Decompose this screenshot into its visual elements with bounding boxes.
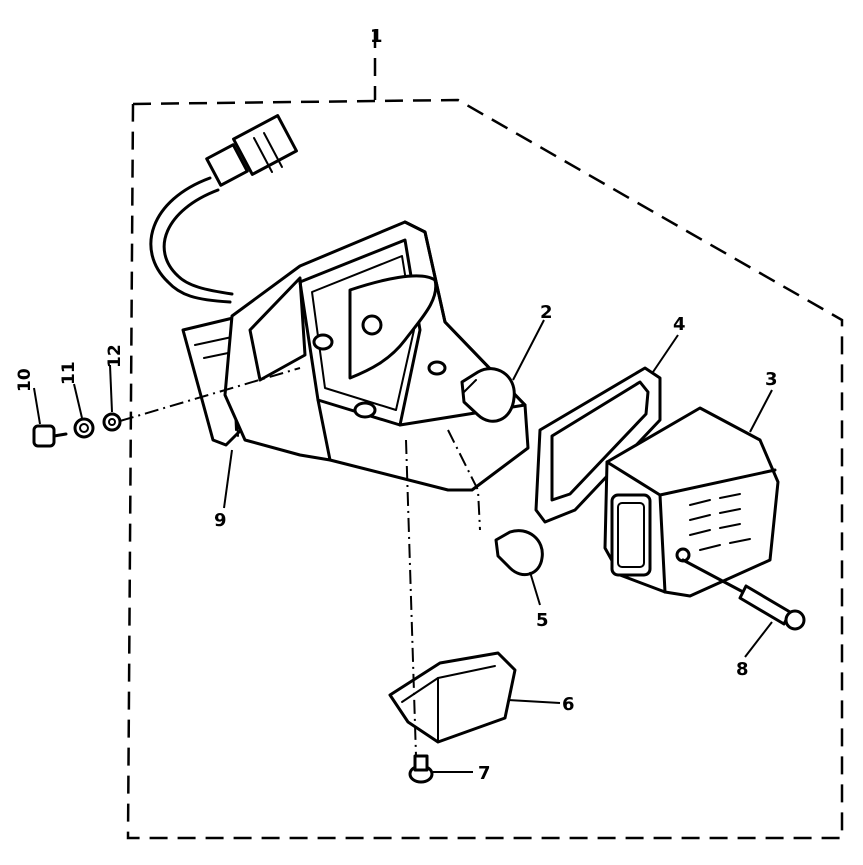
callout-11: 11: [59, 361, 79, 385]
wire-harness: [149, 114, 298, 304]
bolt-part-10: [32, 424, 68, 448]
leader-lines: [33, 319, 773, 773]
lens-gasket-part-4: [534, 366, 662, 524]
callout-2: 2: [540, 302, 553, 323]
assembly-boundary: [126, 30, 844, 840]
screw-part-7: [408, 754, 434, 784]
callout-7: 7: [478, 763, 491, 784]
callout-3: 3: [765, 369, 778, 390]
callout-1: 1: [370, 26, 383, 47]
callout-10: 10: [15, 368, 35, 392]
tail-light-housing: [223, 220, 530, 492]
lens-grille: [689, 493, 751, 551]
cover-part-6: [388, 651, 517, 744]
washer-part-12: [102, 412, 122, 432]
bulb-part-2: [460, 367, 516, 423]
callout-4: 4: [673, 314, 686, 335]
bulb-part-5: [494, 529, 544, 577]
callout-9: 9: [214, 510, 227, 531]
callout-8: 8: [736, 659, 749, 680]
callout-5: 5: [536, 610, 549, 631]
screw-part-8: [681, 558, 806, 631]
callout-6: 6: [562, 694, 575, 715]
assembly-axes: [119, 367, 481, 757]
lens-part-3: [603, 406, 780, 598]
washer-part-11: [73, 417, 95, 439]
callout-12: 12: [105, 344, 125, 368]
